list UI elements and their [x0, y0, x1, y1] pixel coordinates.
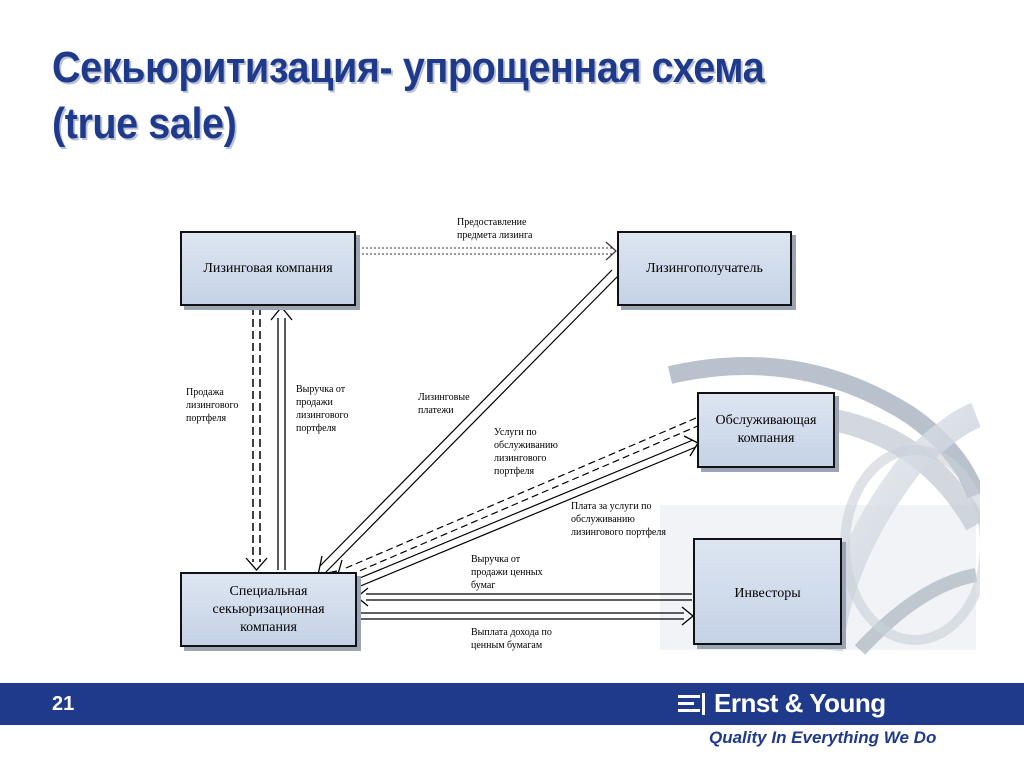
- brand-logo: Ernst & Young: [678, 688, 886, 719]
- node-spv: Специальная секьюризационная компания: [180, 572, 357, 647]
- footer-bar: [0, 683, 1024, 725]
- label-portfolio-sale: Продажа лизингового портфеля: [186, 387, 239, 424]
- arrow-sale-proceeds: [270, 305, 293, 570]
- label-asset-provision: Предоставление предмета лизинга: [457, 217, 533, 241]
- label-servicing: Услуги по обслуживанию лизингового портф…: [494, 427, 558, 477]
- label-securities-proceeds: Выручка от продажи ценных бумаг: [471, 554, 543, 591]
- brand-name: Ernst & Young: [714, 688, 886, 718]
- ey-mark-icon: [678, 692, 705, 715]
- title-line-1: Секьюритизация- упрощенная схема: [52, 43, 765, 92]
- slide-title: Секьюритизация- упрощенная схема (true s…: [52, 40, 765, 152]
- tagline: Quality In Everything We Do: [709, 728, 937, 747]
- label-servicing-fee: Плата за услуги по обслуживанию лизингов…: [571, 501, 666, 538]
- arrow-asset-provision: [358, 241, 617, 261]
- label-income-payment: Выплата дохода по ценным бумагам: [471, 627, 552, 651]
- arrow-income-payment: [358, 606, 695, 626]
- page-number: 21: [52, 693, 75, 715]
- node-lessee: Лизингополучатель: [617, 231, 792, 306]
- node-investors: Инвесторы: [693, 538, 842, 645]
- node-leasing-company: Лизинговая компания: [180, 231, 356, 306]
- arrow-securities-proceeds: [355, 587, 692, 607]
- label-sale-proceeds: Выручка от продажи лизингового портфеля: [296, 384, 349, 434]
- label-lease-payments: Лизинговые платежи: [418, 392, 470, 416]
- title-line-2: (true sale): [52, 99, 237, 148]
- node-servicer: Обслуживающая компания: [697, 392, 835, 468]
- arrow-portfolio-sale: [245, 307, 268, 571]
